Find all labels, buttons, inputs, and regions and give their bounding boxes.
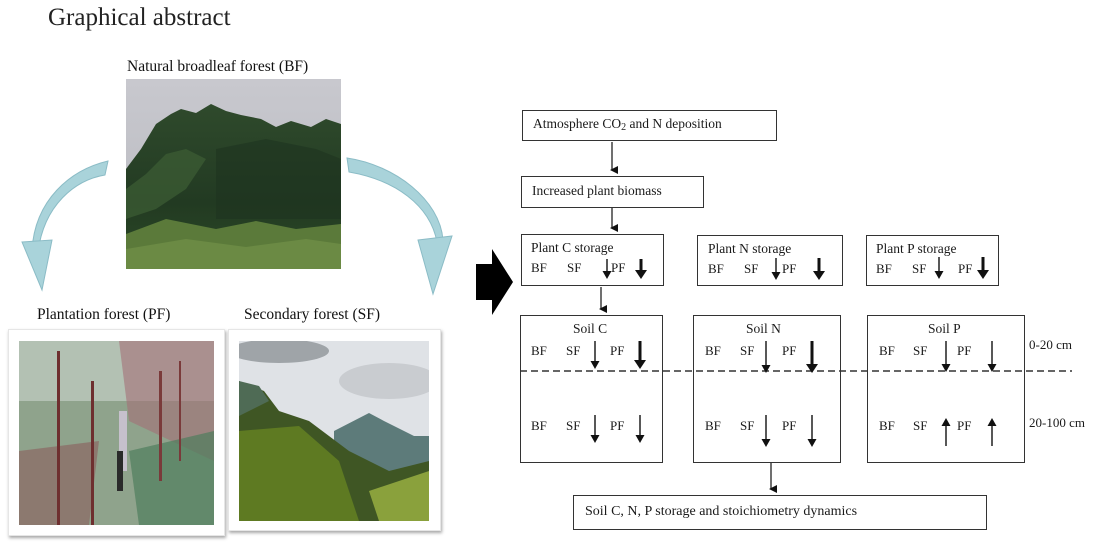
plant-c-title: Plant C storage	[531, 240, 614, 255]
trend-arrow-down-icon	[806, 341, 818, 373]
sf-tag: SF	[913, 343, 928, 358]
pf-tag: PF	[782, 261, 797, 276]
trend-arrow-down-icon	[807, 415, 817, 447]
trend-arrow-down-icon	[602, 259, 612, 279]
bf-photo	[126, 79, 341, 269]
bf-tag: BF	[876, 261, 892, 276]
page-title: Graphical abstract	[48, 4, 231, 31]
trend-arrow-down-icon	[987, 341, 997, 372]
trend-arrow-up-icon	[987, 418, 997, 446]
soil-n-box: Soil N BF SF PF BF SF PF	[693, 315, 841, 463]
bf-tag: BF	[705, 343, 721, 358]
bf-tag: BF	[531, 418, 547, 433]
sf-tag: SF	[913, 418, 928, 433]
pf-tag: PF	[957, 418, 972, 433]
atmosphere-text: Atmosphere CO2 and N deposition	[533, 116, 722, 133]
result-text: Soil C, N, P storage and stoichiometry d…	[585, 504, 858, 519]
depth-label-topsoil: 0-20 cm	[1029, 337, 1072, 352]
plant-p-title: Plant P storage	[876, 241, 957, 256]
sf-label: Secondary forest (SF)	[244, 306, 381, 323]
mountain-broadleaf-forest-photo	[126, 79, 341, 269]
pf-tag: PF	[610, 343, 625, 358]
plant-p-box: Plant P storage BF SF PF	[866, 235, 999, 286]
sf-tag: SF	[567, 260, 582, 275]
sf-tag: SF	[740, 418, 755, 433]
pf-tag: PF	[782, 343, 797, 358]
pf-tag: PF	[782, 418, 797, 433]
trend-arrow-down-icon	[771, 258, 781, 280]
sf-tag: SF	[912, 261, 927, 276]
trend-arrow-down-icon	[761, 415, 771, 447]
biomass-text: Increased plant biomass	[532, 183, 662, 198]
atmosphere-box: Atmosphere CO2 and N deposition	[522, 110, 777, 141]
bf-tag: BF	[531, 343, 547, 358]
pf-photo	[19, 341, 214, 525]
depth-label-subsoil: 20-100 cm	[1029, 415, 1085, 430]
bf-tag: BF	[531, 260, 547, 275]
plant-n-title: Plant N storage	[708, 241, 792, 256]
sf-tag: SF	[566, 418, 581, 433]
pf-tag: PF	[611, 260, 626, 275]
trend-arrow-down-icon	[635, 415, 645, 443]
bf-label: Natural broadleaf forest (BF)	[127, 58, 309, 75]
pf-tag: PF	[957, 343, 972, 358]
soil-p-box: Soil P BF SF PF BF SF PF	[867, 315, 1025, 463]
trend-arrow-up-icon	[941, 418, 951, 446]
curved-arrow-left-head	[21, 239, 53, 292]
trend-arrow-down-icon	[761, 341, 771, 373]
sf-tag: SF	[744, 261, 759, 276]
pf-label: Plantation forest (PF)	[37, 306, 171, 323]
soil-c-title: Soil C	[573, 321, 608, 336]
bf-tag: BF	[708, 261, 724, 276]
trend-arrow-down-icon	[590, 415, 600, 443]
plantation-forest-photo	[19, 341, 214, 525]
soil-p-title: Soil P	[928, 321, 961, 336]
sf-photo-frame	[228, 329, 441, 531]
sf-photo	[239, 341, 429, 521]
trend-arrow-down-icon	[934, 257, 944, 279]
bf-tag: BF	[879, 343, 895, 358]
bf-tag: BF	[879, 418, 895, 433]
trend-arrow-down-icon	[977, 257, 989, 279]
trend-arrow-down-icon	[813, 258, 825, 280]
trend-arrow-down-icon	[634, 341, 646, 369]
pf-tag: PF	[610, 418, 625, 433]
trend-arrow-down-icon	[590, 341, 600, 369]
pf-photo-frame	[8, 329, 225, 536]
result-box: Soil C, N, P storage and stoichiometry d…	[573, 495, 987, 530]
trend-arrow-down-icon	[941, 341, 951, 372]
secondary-forest-photo	[239, 341, 429, 521]
soil-n-title: Soil N	[746, 321, 781, 336]
trend-arrows-group	[590, 257, 997, 447]
sf-tag: SF	[566, 343, 581, 358]
bf-tag: BF	[705, 418, 721, 433]
sf-tag: SF	[740, 343, 755, 358]
pf-tag: PF	[958, 261, 973, 276]
trend-arrow-down-icon	[635, 259, 647, 279]
curved-arrow-right-head	[417, 235, 453, 296]
biomass-box: Increased plant biomass	[521, 176, 704, 208]
